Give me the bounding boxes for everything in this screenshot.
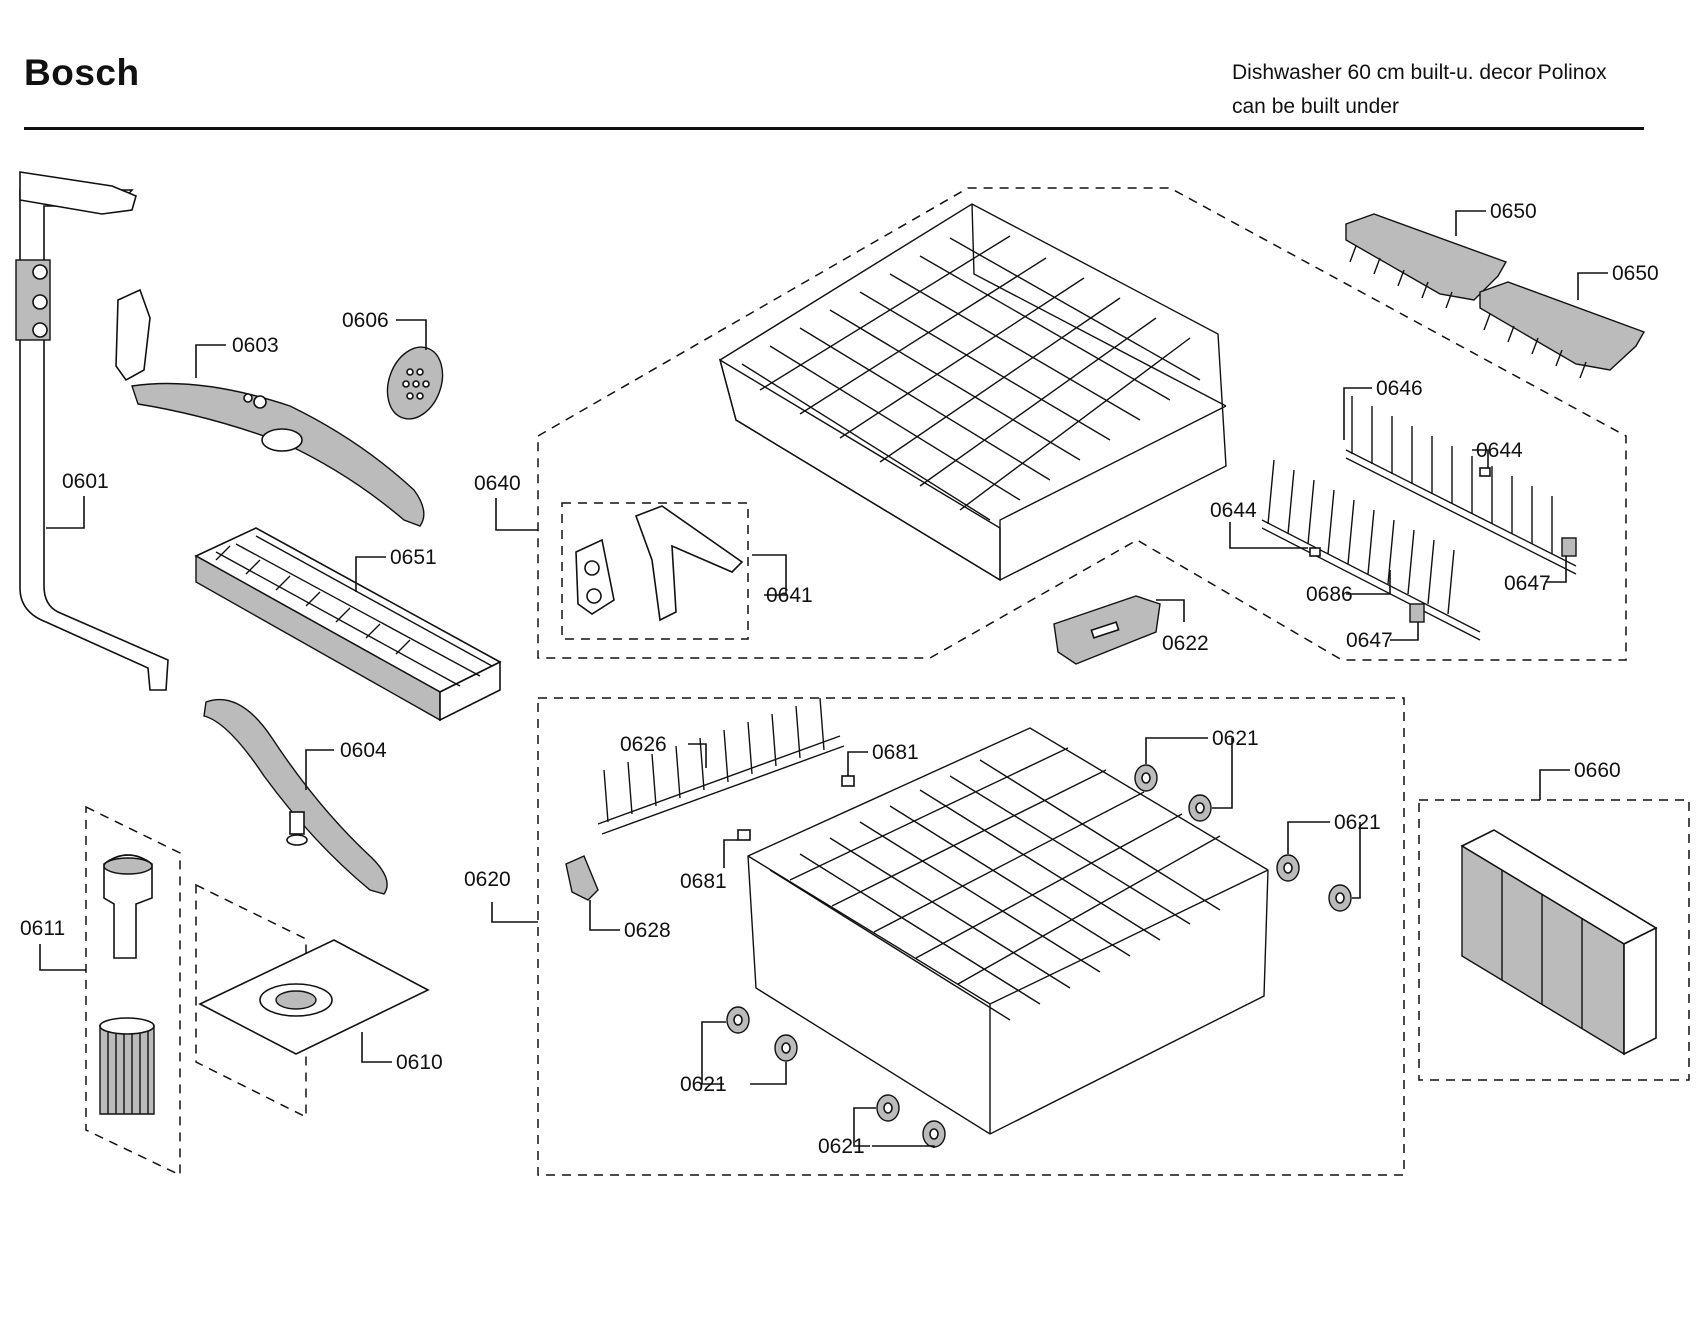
- clip-0647-right: [1561, 537, 1577, 557]
- upper-spray-arm: [115, 288, 425, 527]
- label-0601: 0601: [62, 470, 109, 493]
- label-0603: 0603: [232, 334, 279, 357]
- label-0650-b: 0650: [1612, 262, 1659, 285]
- supply-pipe: [15, 171, 169, 691]
- cutlery-basket-group-outline: [1418, 799, 1690, 1081]
- label-0644-right: 0644: [1476, 439, 1523, 462]
- clip-0681-upper: [841, 775, 855, 787]
- tine-row-holder: [565, 855, 599, 901]
- label-0622: 0622: [1162, 632, 1209, 655]
- utensil-tray: [194, 527, 502, 722]
- clip-0644-left: [1309, 547, 1321, 557]
- label-0604: 0604: [340, 739, 387, 762]
- wheel-left-b: [774, 1034, 798, 1062]
- label-0640: 0640: [474, 472, 521, 495]
- wheel-right-b: [1328, 884, 1352, 912]
- cutlery-basket: [1460, 829, 1658, 1056]
- brand-name: Bosch: [24, 52, 140, 93]
- title-line-2: can be built under: [1232, 95, 1399, 118]
- filter-screen-disc: [386, 346, 444, 420]
- label-0611: 0611: [20, 917, 65, 940]
- clip-0644-right: [1479, 467, 1491, 477]
- wheel-bottom-a: [876, 1094, 900, 1122]
- rack-adjuster-pair: [575, 505, 744, 622]
- label-0610: 0610: [396, 1051, 443, 1074]
- basket-handle: [1053, 595, 1161, 665]
- leader-lines: [39, 210, 1608, 1148]
- wheel-top-b: [1188, 794, 1212, 822]
- diagram-title: Dishwasher 60 cm built-u. decor Polinox …: [1232, 56, 1607, 124]
- folding-rack-a: [1345, 213, 1508, 309]
- label-0620: 0620: [464, 868, 511, 891]
- label-0660: 0660: [1574, 759, 1621, 782]
- label-0621-left: 0621: [680, 1073, 727, 1096]
- label-0644-left: 0644: [1210, 499, 1257, 522]
- filter-assembly: [99, 854, 155, 1115]
- wheel-bottom-b: [922, 1120, 946, 1148]
- lower-spray-arm: [203, 698, 388, 895]
- lower-basket: [747, 727, 1269, 1135]
- label-0681-lower: 0681: [680, 870, 727, 893]
- title-line-1: Dishwasher 60 cm built-u. decor Polinox: [1232, 61, 1607, 84]
- wheel-left-a: [726, 1006, 750, 1034]
- upper-basket: [718, 203, 1227, 582]
- clip-0647-left: [1409, 603, 1425, 623]
- label-0641: 0641: [766, 584, 813, 607]
- wheel-right-a: [1276, 854, 1300, 882]
- label-0621-right: 0621: [1334, 811, 1381, 834]
- header-rule: [24, 127, 1644, 130]
- filter-plate: [198, 939, 430, 1055]
- label-0626: 0626: [620, 733, 667, 756]
- label-0686: 0686: [1306, 583, 1353, 606]
- label-0650-a: 0650: [1490, 200, 1537, 223]
- tine-row-upper: [1345, 396, 1577, 575]
- label-0681-upper: 0681: [872, 741, 919, 764]
- rack-adjuster-group-outline: [561, 502, 749, 640]
- label-0621-bottom: 0621: [818, 1135, 865, 1158]
- clip-0681-lower: [737, 829, 751, 841]
- lower-basket-group-outline: [537, 697, 1405, 1176]
- label-0621-top: 0621: [1212, 727, 1259, 750]
- filter-plate-group-outline: [195, 883, 307, 1119]
- label-0646: 0646: [1376, 377, 1423, 400]
- upper-basket-group-outline: [537, 187, 1627, 661]
- label-0647-right: 0647: [1504, 572, 1551, 595]
- tine-row-lower: [1261, 459, 1481, 641]
- label-0606: 0606: [342, 309, 389, 332]
- folding-rack-b: [1479, 281, 1646, 379]
- label-0628: 0628: [624, 919, 671, 942]
- label-0651: 0651: [390, 546, 437, 569]
- wheel-top-a: [1134, 764, 1158, 792]
- filter-group-outline: [85, 805, 181, 1177]
- lower-tine-row: [597, 697, 845, 835]
- label-0647-left: 0647: [1346, 629, 1393, 652]
